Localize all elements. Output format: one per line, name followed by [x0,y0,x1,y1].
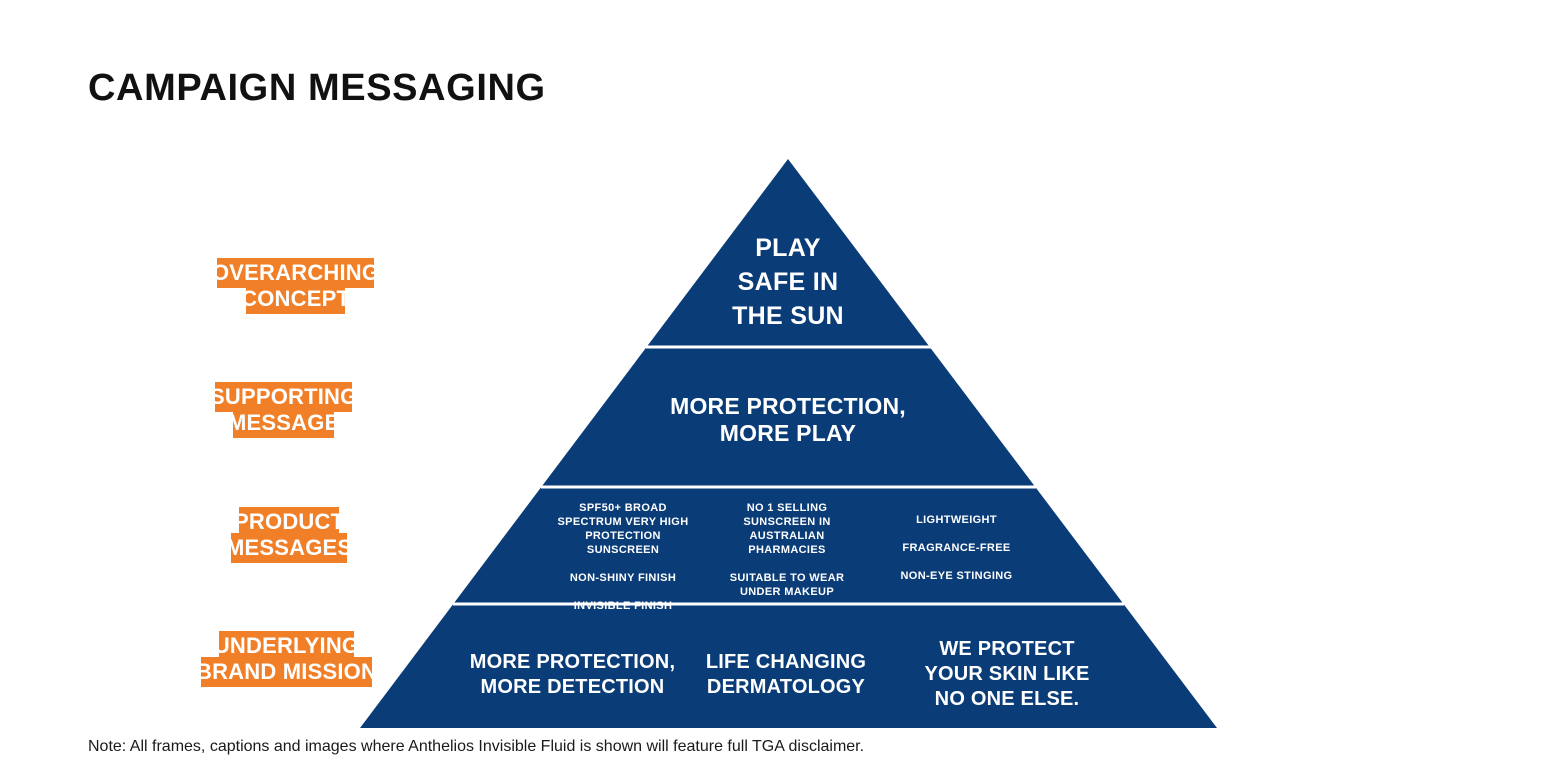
brand-mission-column-1: MORE PROTECTION, MORE DETECTION [469,651,676,698]
product-message-item: LIGHTWEIGHT [916,514,997,526]
spacer [884,527,1029,541]
spacer [716,557,858,571]
product-message-item: FRAGRANCE-FREE [902,542,1011,554]
tier-label-line: MESSAGES [226,533,353,563]
product-messages-column-1: SPF50+ BROAD SPECTRUM VERY HIGH PROTECTI… [548,501,698,613]
product-messages-column-3: LIGHTWEIGHT FRAGRANCE-FREE NON-EYE STING… [884,513,1029,583]
product-message-item: SUITABLE TO WEAR UNDER MAKEUP [729,572,845,598]
tier-label-line: PRODUCT [234,507,345,537]
tier-label-line: CONCEPT [241,284,351,314]
product-message-item: NON-EYE STINGING [900,570,1013,582]
spacer [548,585,698,599]
brand-mission-column-2: LIFE CHANGING DERMATOLOGY [705,651,867,698]
product-message-item: SPF50+ BROAD SPECTRUM VERY HIGH PROTECTI… [557,502,689,556]
product-messages-column-2: NO 1 SELLING SUNSCREEN IN AUSTRALIAN PHA… [716,501,858,599]
tier-label-supporting-message: SUPPORTING MESSAGE [210,382,358,438]
product-message-item: NO 1 SELLING SUNSCREEN IN AUSTRALIAN PHA… [743,502,831,556]
page-title: CAMPAIGN MESSAGING [88,67,546,109]
tier-label-line: BRAND MISSION [196,657,378,687]
pyramid-tier2-text: MORE PROTECTION, MORE PLAY [670,393,906,446]
product-message-item: NON-SHINY FINISH [569,572,677,584]
tier-label-line: SUPPORTING [210,382,358,412]
tier-label-line: OVERARCHING [212,258,380,288]
brand-mission-column-3: WE PROTECT YOUR SKIN LIKE NO ONE ELSE. [924,638,1090,710]
product-message-item: INVISIBLE FINISH [573,600,673,612]
spacer [548,557,698,571]
spacer [884,555,1029,569]
tier-label-line: UNDERLYING [213,631,360,661]
pyramid-tier1-text: PLAY SAFE IN THE SUN [732,234,844,330]
tier-label-overarching-concept: OVERARCHING CONCEPT [212,258,380,314]
tier-label-underlying-brand-mission: UNDERLYING BRAND MISSION [196,631,378,687]
tier-label-product-messages: PRODUCT MESSAGES [226,507,353,563]
pyramid-body [360,159,1217,728]
footnote-text: Note: All frames, captions and images wh… [88,738,865,755]
tier-label-line: MESSAGE [228,408,340,438]
